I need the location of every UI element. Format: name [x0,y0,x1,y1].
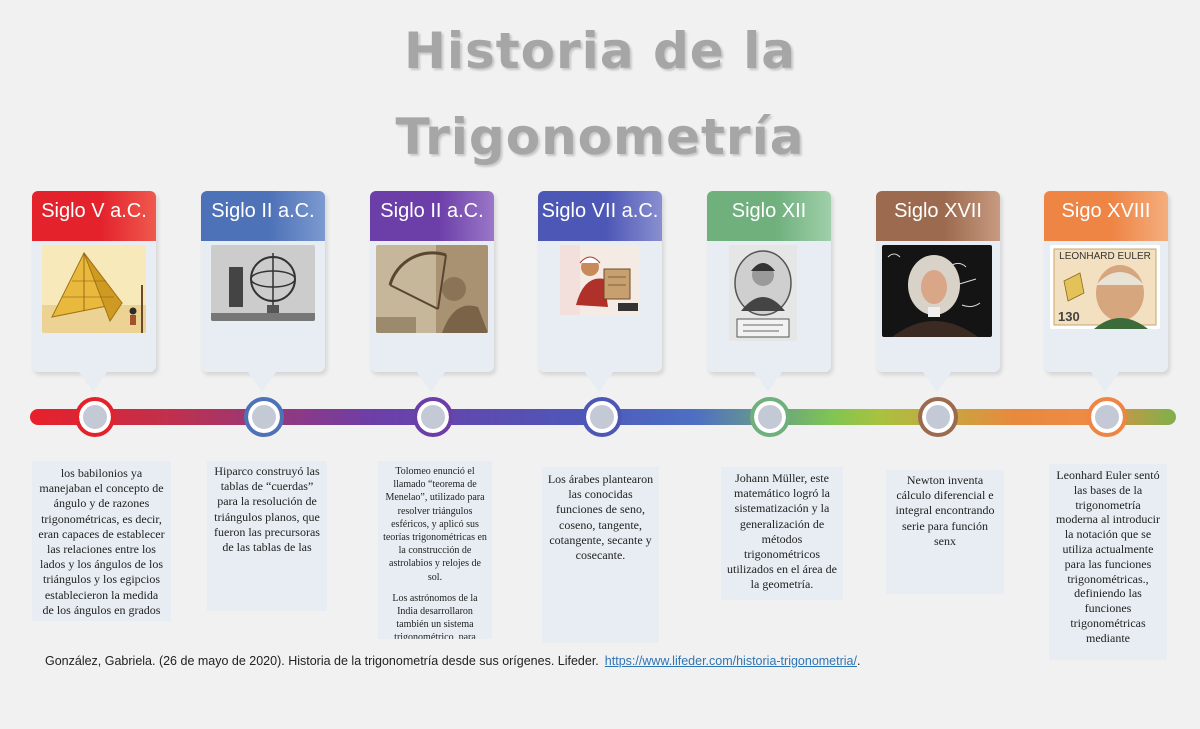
period-card-2: Siglo II a.C. [201,191,325,392]
description-1: los babilonios ya manejaban el concepto … [32,461,171,621]
description-text: Johann Müller, este matemático logró la … [727,471,837,592]
period-label: Siglo II a.C. [211,200,315,222]
description-3: Tolomeo enunció el llamado “teorema de M… [378,461,492,639]
timeline-node-4 [582,397,622,437]
period-card-3: Siglo II a.C. [370,191,494,392]
arab-scholar-image [560,245,640,315]
armillary-image [211,245,315,321]
timeline-node-5 [750,397,790,437]
period-card-4: Siglo VII a.C. [538,191,662,392]
period-tab-2: Siglo II a.C. [201,191,325,241]
period-card-7: Sigo XVIII LEONHARD EULER 130 [1044,191,1168,392]
period-label: Sigo XVIII [1061,200,1151,222]
period-tab-6: Siglo XVII [876,191,1000,241]
citation: González, Gabriela. (26 de mayo de 2020)… [45,654,860,668]
description-text: los babilonios ya manejaban el concepto … [38,466,165,617]
timeline-node-3 [413,397,453,437]
description-text: Los árabes plantearon las conocidas func… [547,472,654,563]
timeline-node-6 [918,397,958,437]
citation-link[interactable]: https://www.lifeder.com/historia-trigono… [604,654,857,668]
description-4: Los árabes plantearon las conocidas func… [542,467,659,643]
period-label: Siglo VII a.C. [541,200,659,222]
timeline-node-7 [1087,397,1127,437]
title-line-1: Historia de la [404,22,796,80]
period-tab-5: Siglo XII [707,191,831,241]
stamp-value: 130 [1058,309,1080,324]
period-label: Siglo XVII [894,200,982,222]
description-text: Tolomeo enunció el llamado “teorema de M… [383,466,487,583]
timeline-node-1 [75,397,115,437]
description-7: Leonhard Euler sentó las bases de la tri… [1049,464,1167,660]
description-text: Newton inventa cálculo diferencial e int… [895,473,995,548]
description-text: Hiparco construyó las tablas de “cuerdas… [214,464,320,555]
citation-text: González, Gabriela. (26 de mayo de 2020)… [45,654,599,668]
period-tab-4: Siglo VII a.C. [538,191,662,241]
period-card-1: Siglo V a.C. [32,191,156,392]
period-tab-1: Siglo V a.C. [32,191,156,241]
newton-portrait-image [882,245,992,337]
description-text: Leonhard Euler sentó las bases de la tri… [1056,468,1160,645]
period-card-6: Siglo XVII [876,191,1000,392]
period-tab-7: Sigo XVIII [1044,191,1168,241]
euler-stamp-image: LEONHARD EULER 130 [1050,245,1160,329]
description-6: Newton inventa cálculo diferencial e int… [886,470,1004,594]
period-label: Siglo XII [731,200,807,222]
description-5: Johann Müller, este matemático logró la … [721,467,843,600]
period-label: Siglo II a.C. [380,200,484,222]
stamp-name: LEONHARD EULER [1059,251,1151,262]
period-card-5: Siglo XII [707,191,831,392]
timeline-node-2 [244,397,284,437]
muller-portrait-image [729,245,797,341]
period-tab-3: Siglo II a.C. [370,191,494,241]
description-text: Los astrónomos de la India desarrollaron… [392,592,478,639]
period-label: Siglo V a.C. [41,200,147,222]
description-2: Hiparco construyó las tablas de “cuerdas… [207,461,327,611]
citation-suffix: . [856,654,861,668]
title-line-2: Trigonometría [395,108,805,166]
pyramid-image [42,245,146,333]
ptolemy-image [376,245,488,333]
